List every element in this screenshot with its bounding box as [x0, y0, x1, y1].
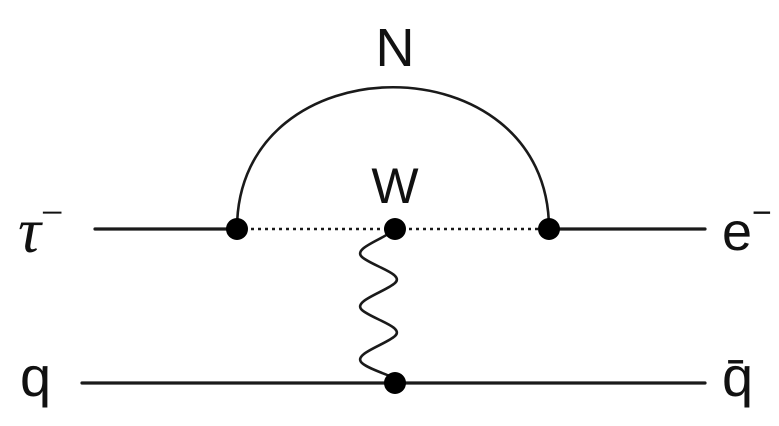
antiquark-label: q̄	[722, 345, 753, 408]
vertex-w-bottom	[384, 372, 406, 394]
vertex-left	[226, 218, 248, 240]
w-boson-wavy-line	[358, 228, 399, 385]
tau-symbol: τ	[18, 195, 43, 266]
vertex-right	[538, 218, 560, 240]
w-boson-label: W	[371, 158, 419, 214]
tau-charge: −	[41, 190, 64, 235]
tau-label: τ−	[18, 190, 63, 266]
electron-symbol: e	[722, 202, 752, 262]
vertex-w-top	[384, 218, 406, 240]
electron-charge: −	[752, 194, 772, 232]
quark-label: q	[20, 345, 51, 408]
electron-label: e−	[722, 194, 772, 262]
neutrino-arc	[235, 86, 551, 230]
heavy-neutrino-label: N	[376, 18, 415, 78]
